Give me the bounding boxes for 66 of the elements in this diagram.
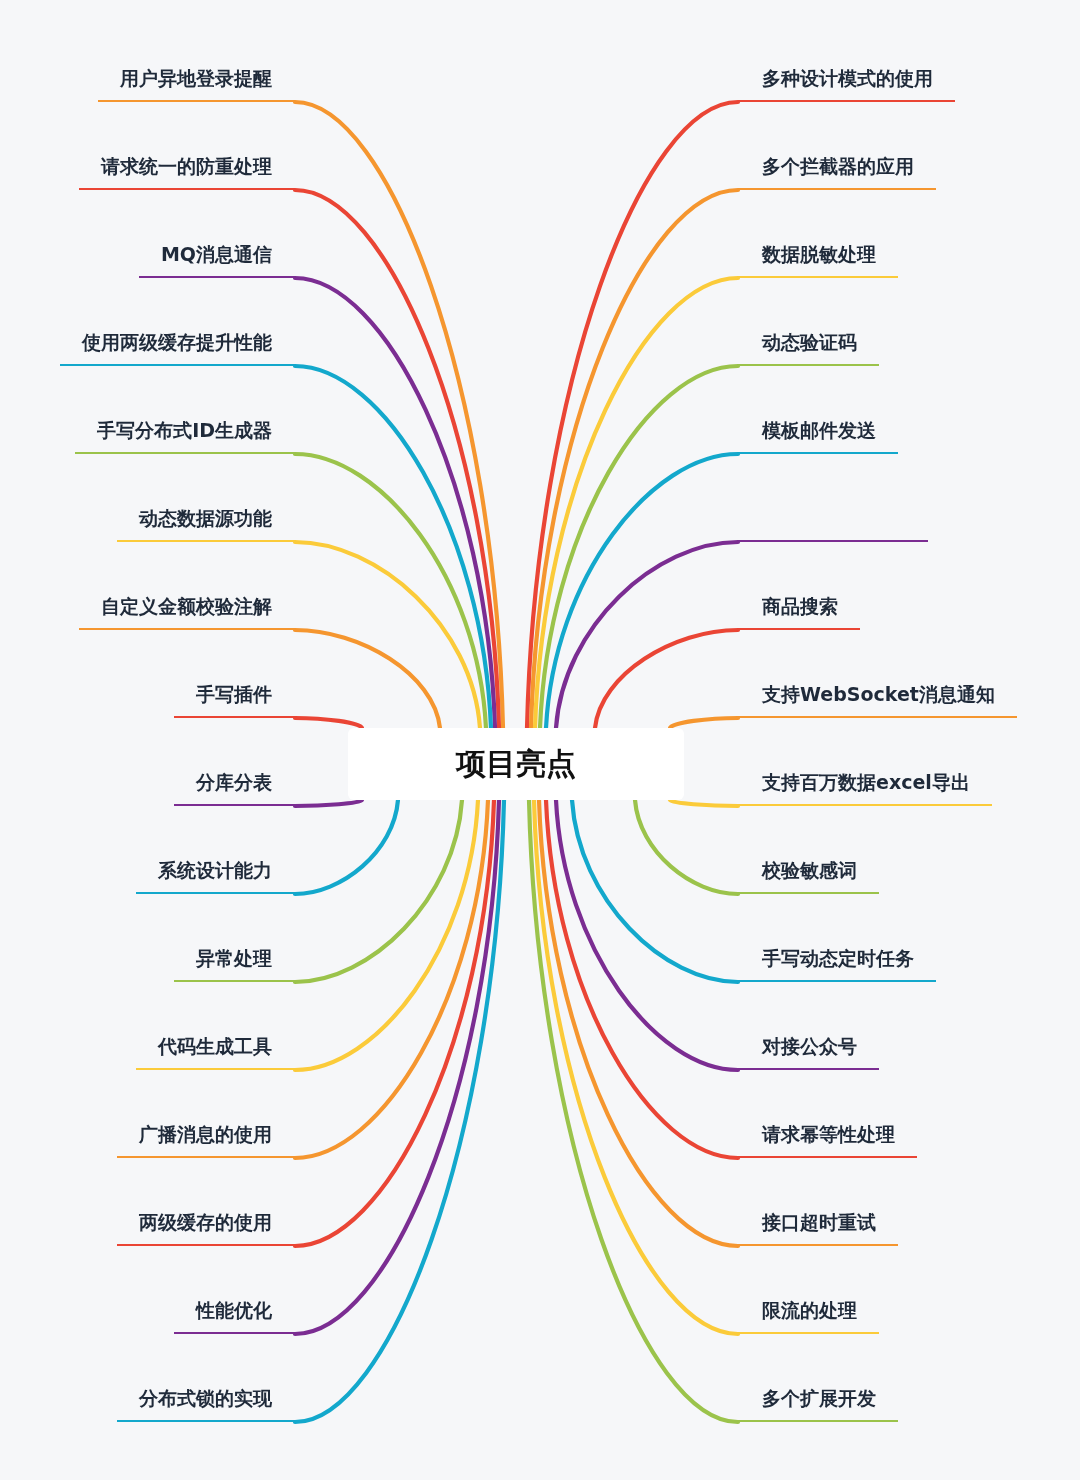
central-topic xyxy=(348,728,684,800)
branch-connector xyxy=(667,715,741,731)
branch-connector xyxy=(292,275,498,731)
topic-label: 请求统一的防重处理 xyxy=(101,154,272,179)
branch-connector xyxy=(292,187,502,731)
branch-connector xyxy=(292,797,497,1249)
topic-label: 模板邮件发送 xyxy=(762,418,876,443)
topic-label: 手写插件 xyxy=(196,682,272,707)
topic-label: 用户异地登录提醒 xyxy=(120,66,272,91)
branch-connector xyxy=(292,99,506,731)
branch-connector xyxy=(292,715,365,731)
branch-connector xyxy=(667,797,741,809)
branch-connector xyxy=(537,363,741,731)
topic-underline xyxy=(738,539,928,542)
central-topic-title: 项目亮点 xyxy=(456,745,576,783)
branch-connector xyxy=(292,627,443,731)
branch-connector xyxy=(543,451,741,731)
topic-label: 广播消息的使用 xyxy=(139,1122,272,1147)
topic-label: 分布式锁的实现 xyxy=(139,1386,272,1411)
topic-label: 校验敏感词 xyxy=(762,858,857,883)
branch-connector xyxy=(632,797,741,897)
branch-connector xyxy=(536,797,741,1249)
topic-label: 对接公众号 xyxy=(762,1034,857,1059)
topic-label: 系统设计能力 xyxy=(158,858,272,883)
branch-connector xyxy=(592,627,741,731)
branch-connector xyxy=(292,797,491,1161)
topic-label: 请求幂等性处理 xyxy=(762,1122,895,1147)
topic-label: 性能优化 xyxy=(196,1298,272,1323)
branch-connector xyxy=(292,539,483,731)
topic-label: 动态数据源功能 xyxy=(139,506,272,531)
branch-connector xyxy=(553,539,741,731)
topic-label: 动态验证码 xyxy=(762,330,857,355)
branch-connector xyxy=(292,797,507,1425)
topic-label: 多种设计模式的使用 xyxy=(762,66,933,91)
topic-label: 支持WebSocket消息通知 xyxy=(762,682,995,707)
topic-label: 分库分表 xyxy=(196,770,272,795)
branch-connector xyxy=(532,275,741,731)
branch-connector xyxy=(292,797,502,1337)
branch-connector xyxy=(292,797,365,809)
branch-connector xyxy=(526,797,741,1425)
topic-label: 异常处理 xyxy=(196,946,272,971)
branch-connector xyxy=(524,99,741,731)
topic-label: 手写动态定时任务 xyxy=(762,946,914,971)
branch-connector xyxy=(292,797,401,897)
topic-label: 手写分布式ID生成器 xyxy=(97,418,272,443)
topic-label: 代码生成工具 xyxy=(158,1034,272,1059)
branch-connector xyxy=(531,797,741,1337)
branch-connector xyxy=(292,797,481,1073)
branch-connector xyxy=(292,363,494,731)
branch-connector xyxy=(569,797,741,985)
branch-connector xyxy=(292,797,465,985)
branch-connector xyxy=(543,797,741,1161)
topic-label: 多个扩展开发 xyxy=(762,1386,876,1411)
topic-label: 自定义金额校验注解 xyxy=(101,594,272,619)
branch-connector xyxy=(528,187,741,731)
branch-connector xyxy=(553,797,741,1073)
topic-label: 商品搜索 xyxy=(762,594,838,619)
topic-label: 使用两级缓存提升性能 xyxy=(82,330,272,355)
topic-label: 限流的处理 xyxy=(762,1298,857,1323)
topic-label: 两级缓存的使用 xyxy=(139,1210,272,1235)
topic-label: 接口超时重试 xyxy=(762,1210,876,1235)
branch-connector xyxy=(292,451,489,731)
topic-label: 多个拦截器的应用 xyxy=(762,154,914,179)
topic-label: 支持百万数据excel导出 xyxy=(762,770,970,795)
topic-label: 数据脱敏处理 xyxy=(762,242,876,267)
topic-label: MQ消息通信 xyxy=(160,242,272,267)
